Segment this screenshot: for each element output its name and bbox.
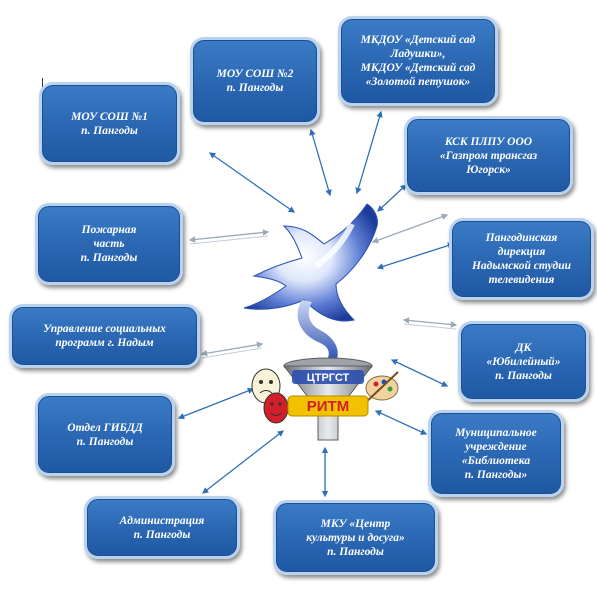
box-text-line: п. Пангоды» — [464, 468, 528, 481]
box-text-line: Муниципальное — [455, 426, 537, 439]
logo-bottom-text: РИТМ — [307, 398, 349, 415]
box-social: Управление социальных программ г. Надым — [9, 304, 200, 368]
box-text-line: КСК ПЛПУ ООО — [444, 135, 533, 148]
box-text-line: часть — [93, 238, 125, 250]
box-text-line: «Золотой петушок» — [365, 76, 471, 88]
box-text-line: учреждение — [465, 440, 527, 453]
arrow-fire — [188, 229, 270, 243]
box-text-line: Надымской студии — [471, 260, 572, 272]
box-fire: Пожарная часть п. Пангоды — [35, 203, 183, 285]
box-text-line: Отдел ГИБДД — [67, 421, 143, 434]
box-text-line: дирекция — [497, 246, 546, 258]
box-text-line: МОУ СОШ №1 — [71, 110, 148, 123]
box-text-line: Пангодинская — [485, 232, 558, 244]
box-text-line: п. Пангоды — [133, 528, 191, 541]
logo-top-text: ЦТРГСТ — [307, 372, 350, 384]
arrow-mkdou — [355, 110, 383, 195]
arrow-library — [374, 410, 428, 435]
box-text-line: Администрация — [119, 514, 205, 527]
box-text-line: Управление социальных — [43, 323, 166, 335]
box-text-line: п. Пангоды — [327, 545, 384, 558]
box-dk: ДК«Юбилейный»п. Пангоды — [458, 321, 589, 402]
box-text-line: программ г. Надым — [55, 337, 154, 349]
box-text-line: Югорск» — [466, 163, 511, 176]
arrow-fire-2 — [189, 235, 269, 245]
arrow-sosh2 — [309, 128, 332, 197]
arrow-ksk-gray — [371, 213, 449, 244]
arrow-social-2 — [201, 347, 263, 359]
box-text-line: Ладушки», — [390, 48, 446, 60]
box-text-line: п. Пангоды — [495, 369, 552, 382]
box-sosh2: МОУ СОШ №2 п. Пангоды — [190, 37, 320, 125]
arrow-dk — [390, 359, 449, 387]
box-text-line: ДК — [515, 341, 532, 354]
central-logo: ЦТРГСТ РИТМ — [232, 196, 412, 446]
arrow-dk-gray — [402, 317, 458, 328]
arrow-social — [200, 341, 264, 357]
box-text-line: п. Пангоды — [226, 82, 284, 94]
arrow-pangodinskaya — [376, 242, 455, 270]
art-palette-icon — [363, 371, 399, 405]
stray-mark — [42, 78, 43, 87]
box-text-line: МОУ СОШ №2 — [216, 68, 294, 80]
box-text-line: п. Пангоды — [76, 435, 134, 448]
arrow-gibdd — [177, 387, 255, 420]
box-text-line: п. Пангоды — [80, 252, 138, 264]
box-text-line: МКДОУ «Детский сад — [360, 34, 476, 46]
box-text-line: телевидения — [488, 274, 555, 286]
box-text-line: МКДОУ «Детский сад — [360, 62, 476, 74]
dove-emblem: ЦТРГСТ РИТМ — [243, 203, 399, 441]
box-text-line: Пожарная — [81, 224, 137, 236]
arrow-ksk — [377, 184, 407, 212]
arrow-sosh1 — [208, 152, 296, 213]
box-text-line: п. Пангоды — [81, 124, 138, 137]
box-text-line: «Газпром трансгаз — [439, 149, 538, 162]
arrow-admin — [201, 430, 285, 494]
box-text-line: «Юбилейный» — [486, 355, 561, 368]
smoke-trail — [297, 300, 338, 362]
theatre-masks-icon — [251, 368, 289, 424]
arrow-dk-gray-2 — [403, 323, 457, 330]
box-text-line: МКУ «Центр — [320, 517, 391, 530]
box-text-line: культуры и досуга» — [306, 531, 405, 544]
box-text-line: «Библиотека — [461, 454, 531, 467]
